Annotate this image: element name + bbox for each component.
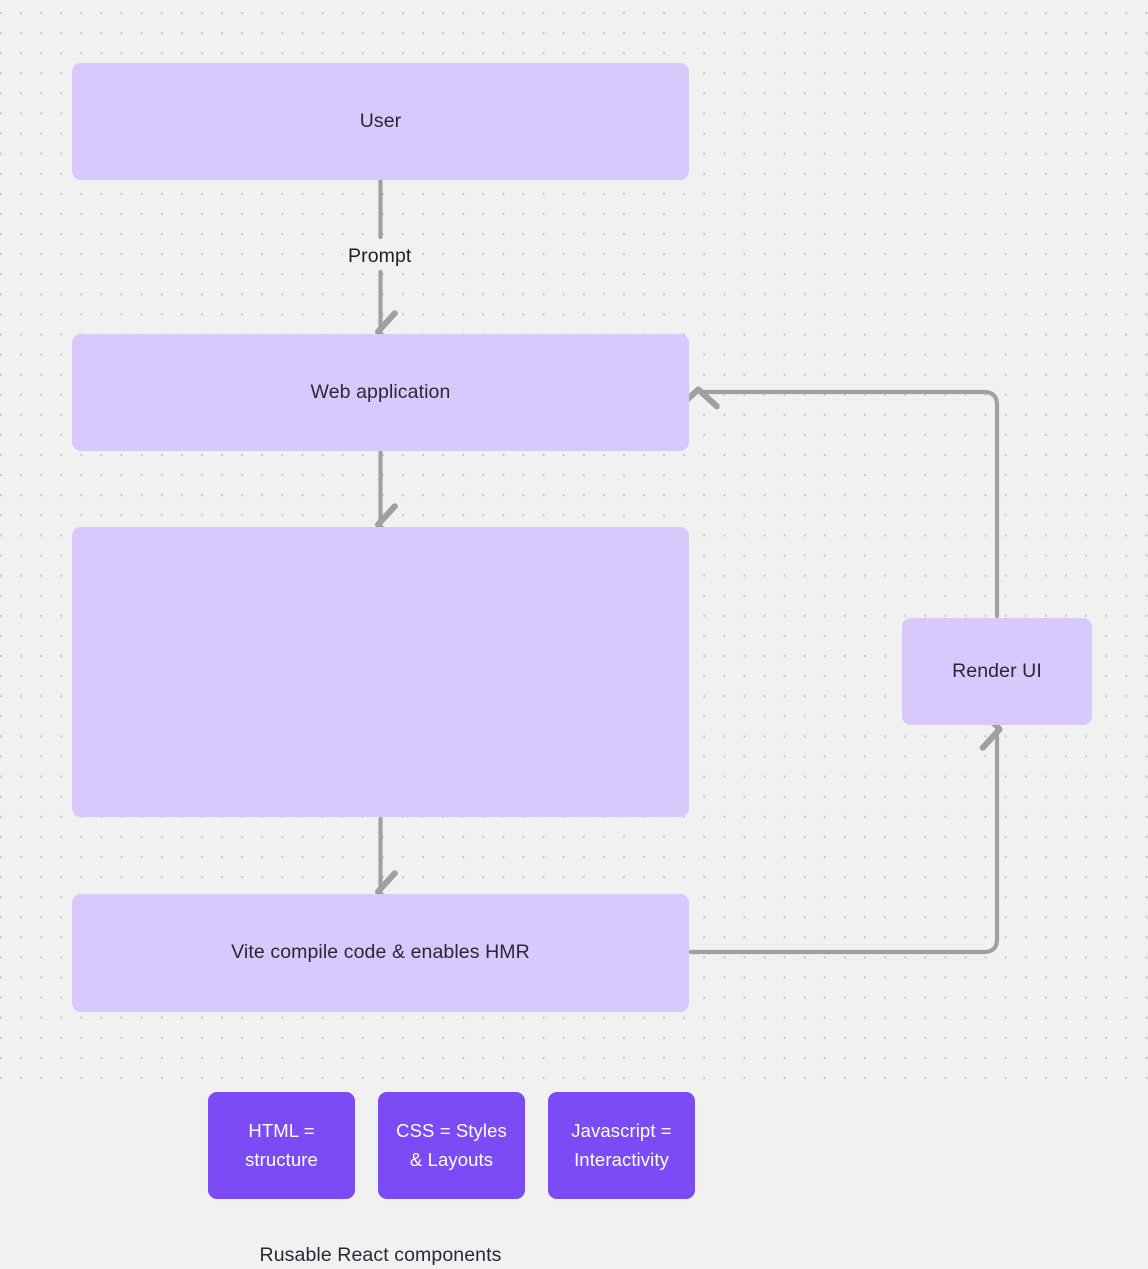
node-html-label: HTML = structure — [245, 1117, 318, 1174]
node-web-application[interactable]: Web application — [72, 334, 689, 451]
node-javascript-label-line2: Interactivity — [574, 1148, 669, 1170]
node-vite-label: Vite compile code & enables HMR — [231, 941, 530, 964]
node-html[interactable]: HTML = structure — [208, 1092, 355, 1199]
node-html-label-line2: structure — [245, 1148, 318, 1170]
node-user-label: User — [359, 109, 402, 132]
node-javascript-label: Javascript = Interactivity — [571, 1117, 671, 1174]
node-render-ui-label: Render UI — [952, 659, 1042, 682]
node-css-label-line1: CSS = Styles — [396, 1119, 507, 1141]
node-css-label: CSS = Styles & Layouts — [396, 1117, 507, 1174]
node-react-components-caption: Rusable React components — [259, 1244, 502, 1266]
node-user[interactable]: User — [72, 63, 689, 180]
edge-label-prompt: Prompt — [343, 245, 417, 268]
node-css-label-line2: & Layouts — [409, 1148, 494, 1170]
node-web-application-label: Web application — [310, 380, 451, 403]
node-css[interactable]: CSS = Styles & Layouts — [378, 1092, 525, 1199]
edge-render-to-webapp — [700, 392, 1000, 619]
node-render-ui[interactable]: Render UI — [902, 618, 1092, 725]
node-javascript[interactable]: Javascript = Interactivity — [548, 1092, 695, 1199]
node-javascript-label-line1: Javascript = — [571, 1119, 672, 1141]
node-react-components-group[interactable]: HTML = structure CSS = Styles & Layouts … — [72, 527, 695, 1266]
edge-vite-to-render — [688, 731, 997, 955]
node-html-label-line1: HTML = — [248, 1119, 315, 1141]
node-vite[interactable]: Vite compile code & enables HMR — [72, 894, 689, 1012]
